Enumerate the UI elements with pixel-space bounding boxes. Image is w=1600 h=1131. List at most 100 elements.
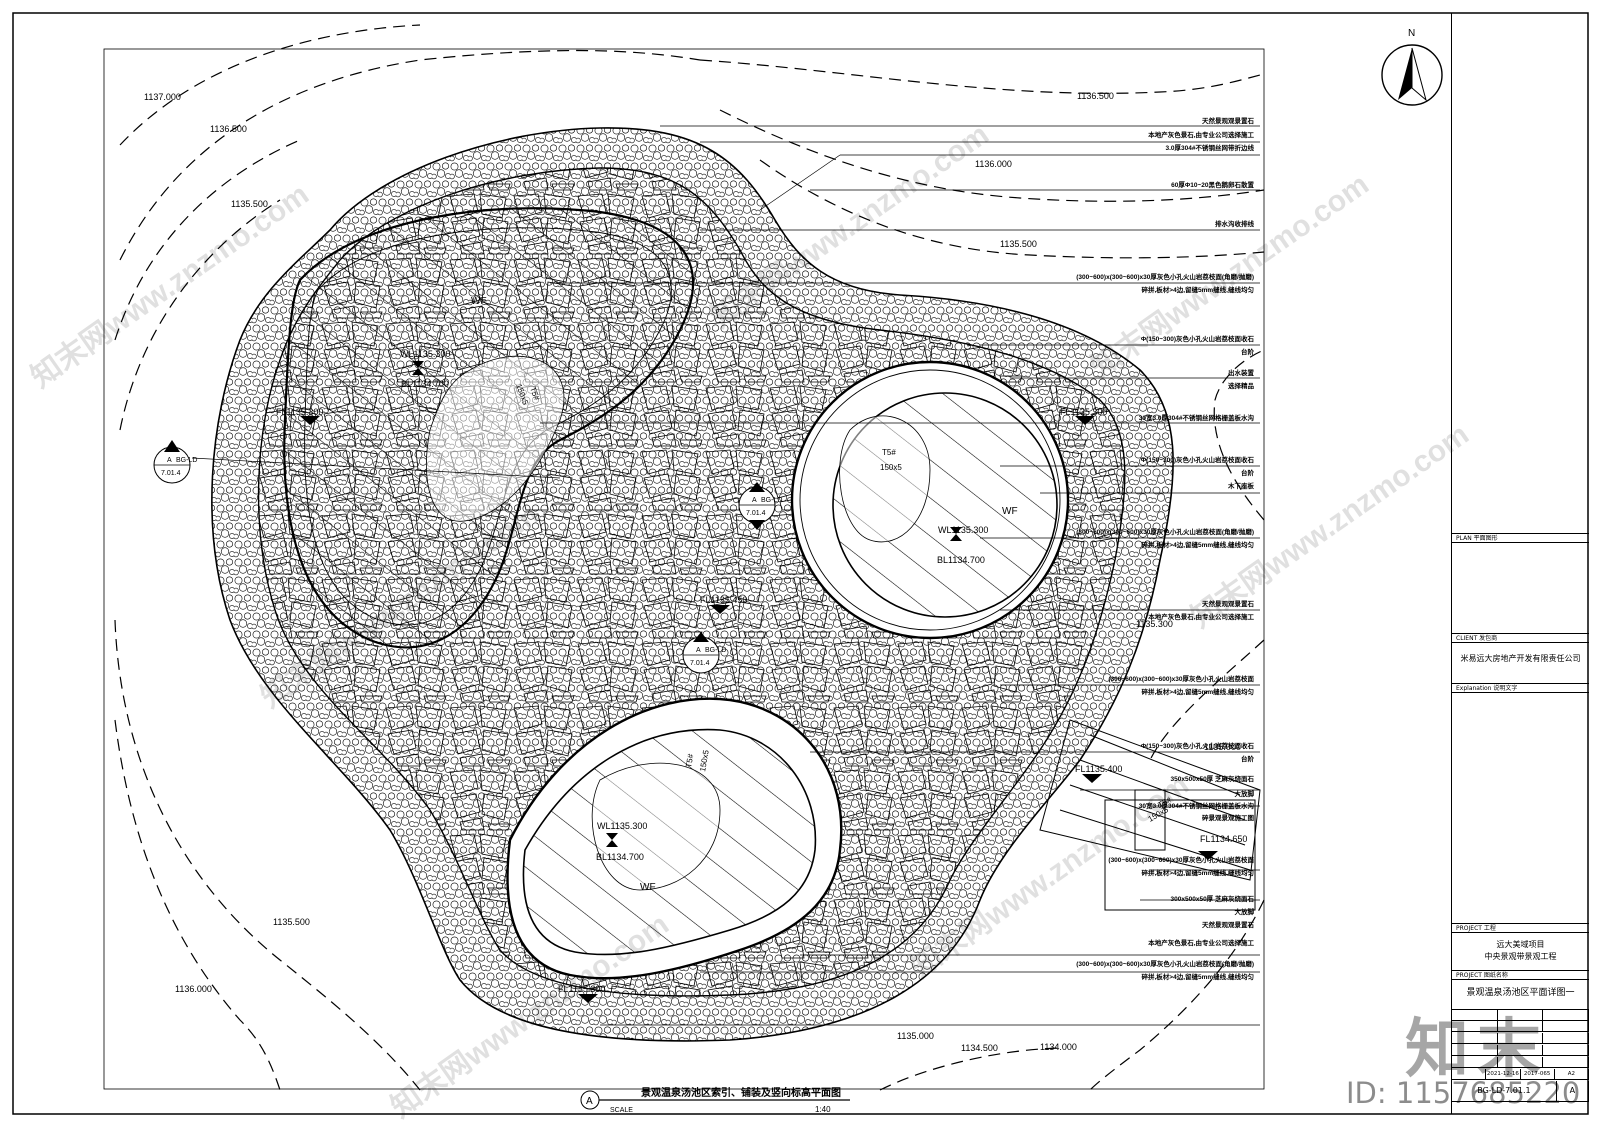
section-ref-code: 7.01.4 bbox=[161, 470, 181, 477]
bottom-level-label: BL1134.700 bbox=[596, 852, 644, 862]
section-ref-tag: BG-LD bbox=[176, 457, 197, 464]
section-ref-tag: BG-LD bbox=[705, 647, 726, 654]
note-line: (300~600)x(300~600)x30厚灰色小孔火山岩荔枝面 bbox=[1108, 674, 1254, 683]
contour-label: 1136.000 bbox=[975, 159, 1012, 169]
watermark-id: ID: 1157685220 bbox=[1346, 1076, 1581, 1110]
drawing-name: 景观温泉汤池区平面详图一 bbox=[1466, 988, 1575, 998]
north-label: N bbox=[1408, 28, 1415, 39]
water-level-label: WL1135.300 bbox=[938, 525, 988, 535]
plan-header: PLAN 平面图形 bbox=[1452, 533, 1589, 543]
water-level-label: WL1135.300 bbox=[597, 821, 647, 831]
note-line: (300~600)x(300~600)x30厚灰色小孔火山岩荔枝面 bbox=[1108, 855, 1254, 864]
signature-row bbox=[1452, 1021, 1590, 1032]
contour-label: 1137.000 bbox=[144, 92, 181, 102]
note-line: 本地产灰色景石,由专业公司选择施工 bbox=[1148, 938, 1254, 947]
note-line: 天然景观观景置石 bbox=[1202, 599, 1255, 608]
section-ref-3: A BG-LD 7.01.4 bbox=[682, 632, 726, 674]
signature-row bbox=[1452, 1045, 1590, 1056]
project-line-2: 中央景观带景观工程 bbox=[1484, 952, 1557, 961]
project-header: PROJECT 工程 bbox=[1452, 923, 1589, 933]
note-line: (300~600)x(300~600)x30厚灰色小孔火山岩荔枝面(角磨/抛磨) bbox=[1076, 959, 1254, 968]
note-line: 30宽3.0厚304#不锈钢丝网格栅盖板水沟 bbox=[1139, 413, 1255, 422]
pool-label: WF bbox=[1002, 506, 1018, 517]
project-line-1: 远大美域项目 bbox=[1496, 940, 1545, 949]
section-ref-1: A BG-LD 7.01.4 bbox=[153, 440, 561, 484]
contour-label: 1134.500 bbox=[961, 1043, 998, 1053]
note-line: 排水沟收排线 bbox=[1215, 219, 1255, 228]
section-ref-mark: A bbox=[167, 457, 172, 464]
notes: 天然景观观景置石 本地产灰色景石,由专业公司选择施工 3.0厚304#不锈钢丝网… bbox=[1076, 116, 1254, 981]
contour-label: 1134.000 bbox=[1040, 1042, 1077, 1052]
floor-level-label: FL1134.650 bbox=[1200, 834, 1247, 844]
scale-label: SCALE bbox=[610, 1107, 633, 1114]
pool-label: WF bbox=[471, 296, 487, 307]
drawing-title-text: 景观温泉汤池区索引、铺装及竖向标高平面图 bbox=[641, 1086, 841, 1099]
section-ref-code: 7.01.4 bbox=[746, 510, 766, 517]
bottom-level-label: BL1134.700 bbox=[937, 555, 985, 565]
drawing-frame bbox=[103, 48, 1265, 1090]
signature-row bbox=[1452, 1057, 1590, 1068]
floor-level-label: FL1135.450 bbox=[700, 595, 747, 605]
sheet-number: BG-LD-7.01.1 bbox=[1452, 1081, 1557, 1101]
pool-labels: WF WF WF bbox=[471, 296, 1018, 893]
title-block: PLAN 平面图形 CLIENT 发包商 米易远大房地产开发有限责任公司 Exp… bbox=[1451, 13, 1590, 1114]
floor-level-label: 1135.300 bbox=[1136, 619, 1173, 629]
note-line: 台阶 bbox=[1241, 347, 1255, 356]
step-label: 150x5 bbox=[880, 463, 902, 472]
contour-label: 1136.500 bbox=[210, 124, 247, 134]
contour-label: 1136.000 bbox=[175, 984, 212, 994]
client-name: 米易远大房地产开发有限责任公司 bbox=[1460, 654, 1581, 663]
note-line: 碎拼,板材>4边,留缝5mm缝线,缝线均匀 bbox=[1141, 687, 1254, 696]
note-line: 碎拼,板材>4边,留缝5mm缝线,缝线均匀 bbox=[1141, 285, 1254, 294]
bottom-level-label: BL1134.700 bbox=[401, 379, 449, 389]
sheet-border bbox=[12, 12, 1589, 1115]
note-line: 选择精品 bbox=[1228, 381, 1255, 390]
section-ref-mark: A bbox=[752, 497, 757, 504]
leader-lines bbox=[540, 125, 1260, 1026]
note-line: (300~600)x(300~600)x30厚灰色小孔火山岩荔枝面(角磨/抛磨) bbox=[1076, 272, 1254, 281]
note-line: Φ(150~300)灰色小孔火山岩荔枝面收石 bbox=[1141, 455, 1255, 464]
contour-label: 1135.000 bbox=[897, 1031, 934, 1041]
note-line: 碎景观景观施工图 bbox=[1202, 813, 1255, 822]
note-line: 300x500x50厚 芝麻灰烧面石 bbox=[1171, 894, 1255, 903]
note-line: 本地产灰色景石,由专业公司选择施工 bbox=[1148, 130, 1254, 139]
contour-labels: 1137.000 1136.500 1135.500 1136.500 1136… bbox=[144, 91, 1241, 1053]
signature-row bbox=[1452, 1033, 1590, 1044]
section-ref-mark: A bbox=[696, 647, 701, 654]
step-label: T5# bbox=[684, 753, 695, 769]
floor-level-label: FL1135.300 bbox=[558, 984, 605, 994]
water-level-label: WL1135.300 bbox=[400, 349, 450, 359]
note-line: 3.0厚304#不锈钢丝网带折边线 bbox=[1166, 143, 1255, 152]
contour-label: 1136.500 bbox=[1077, 91, 1114, 101]
note-line: 木下座板 bbox=[1227, 481, 1255, 490]
floor-level-label: FL1135.300 bbox=[1060, 407, 1107, 417]
note-line: 大放脚 bbox=[1235, 907, 1255, 916]
contour-lines bbox=[114, 24, 1265, 1091]
project-number: 2017-065 bbox=[1521, 1069, 1555, 1079]
signature-row bbox=[1452, 1009, 1590, 1021]
contour-label: 1135.500 bbox=[273, 917, 310, 927]
section-refs: A BG-LD 7.01.4 A BG-LD 7.01.4 A BG-LD 7.… bbox=[153, 440, 782, 674]
note-line: 碎拼,板材>4边,留缝5mm缝线,缝线均匀 bbox=[1141, 972, 1254, 981]
contour-label: 1135.000 bbox=[1204, 742, 1241, 752]
section-ref-code: 7.01.4 bbox=[690, 660, 710, 667]
note-line: 大放脚 bbox=[1235, 789, 1255, 798]
step-label: T5# bbox=[882, 448, 896, 457]
note-line: 碎拼,板材>4边,留缝5mm缝线,缝线均匀 bbox=[1141, 540, 1254, 549]
pool-2 bbox=[790, 360, 1070, 640]
contour-label: 1135.500 bbox=[231, 199, 268, 209]
pool-3 bbox=[506, 697, 843, 980]
revision: A bbox=[1557, 1081, 1589, 1101]
section-ref-tag: BG-LD bbox=[761, 497, 782, 504]
note-line: 本地产灰色景石,由专业公司选择施工 bbox=[1148, 612, 1254, 621]
note-line: 碎拼,板材>4边,留缝5mm缝线,缝线均匀 bbox=[1141, 868, 1254, 877]
note-line: 60厚Φ10~20黑色鹅卵石散置 bbox=[1171, 180, 1254, 189]
note-line: 台阶 bbox=[1241, 468, 1255, 477]
client-header: CLIENT 发包商 bbox=[1452, 633, 1589, 643]
watermark-logo: 知末 bbox=[1405, 1013, 1549, 1087]
drawing-name-header: PROJECT 图纸名称 bbox=[1452, 970, 1589, 980]
contour-label: 1135.500 bbox=[1000, 239, 1037, 249]
